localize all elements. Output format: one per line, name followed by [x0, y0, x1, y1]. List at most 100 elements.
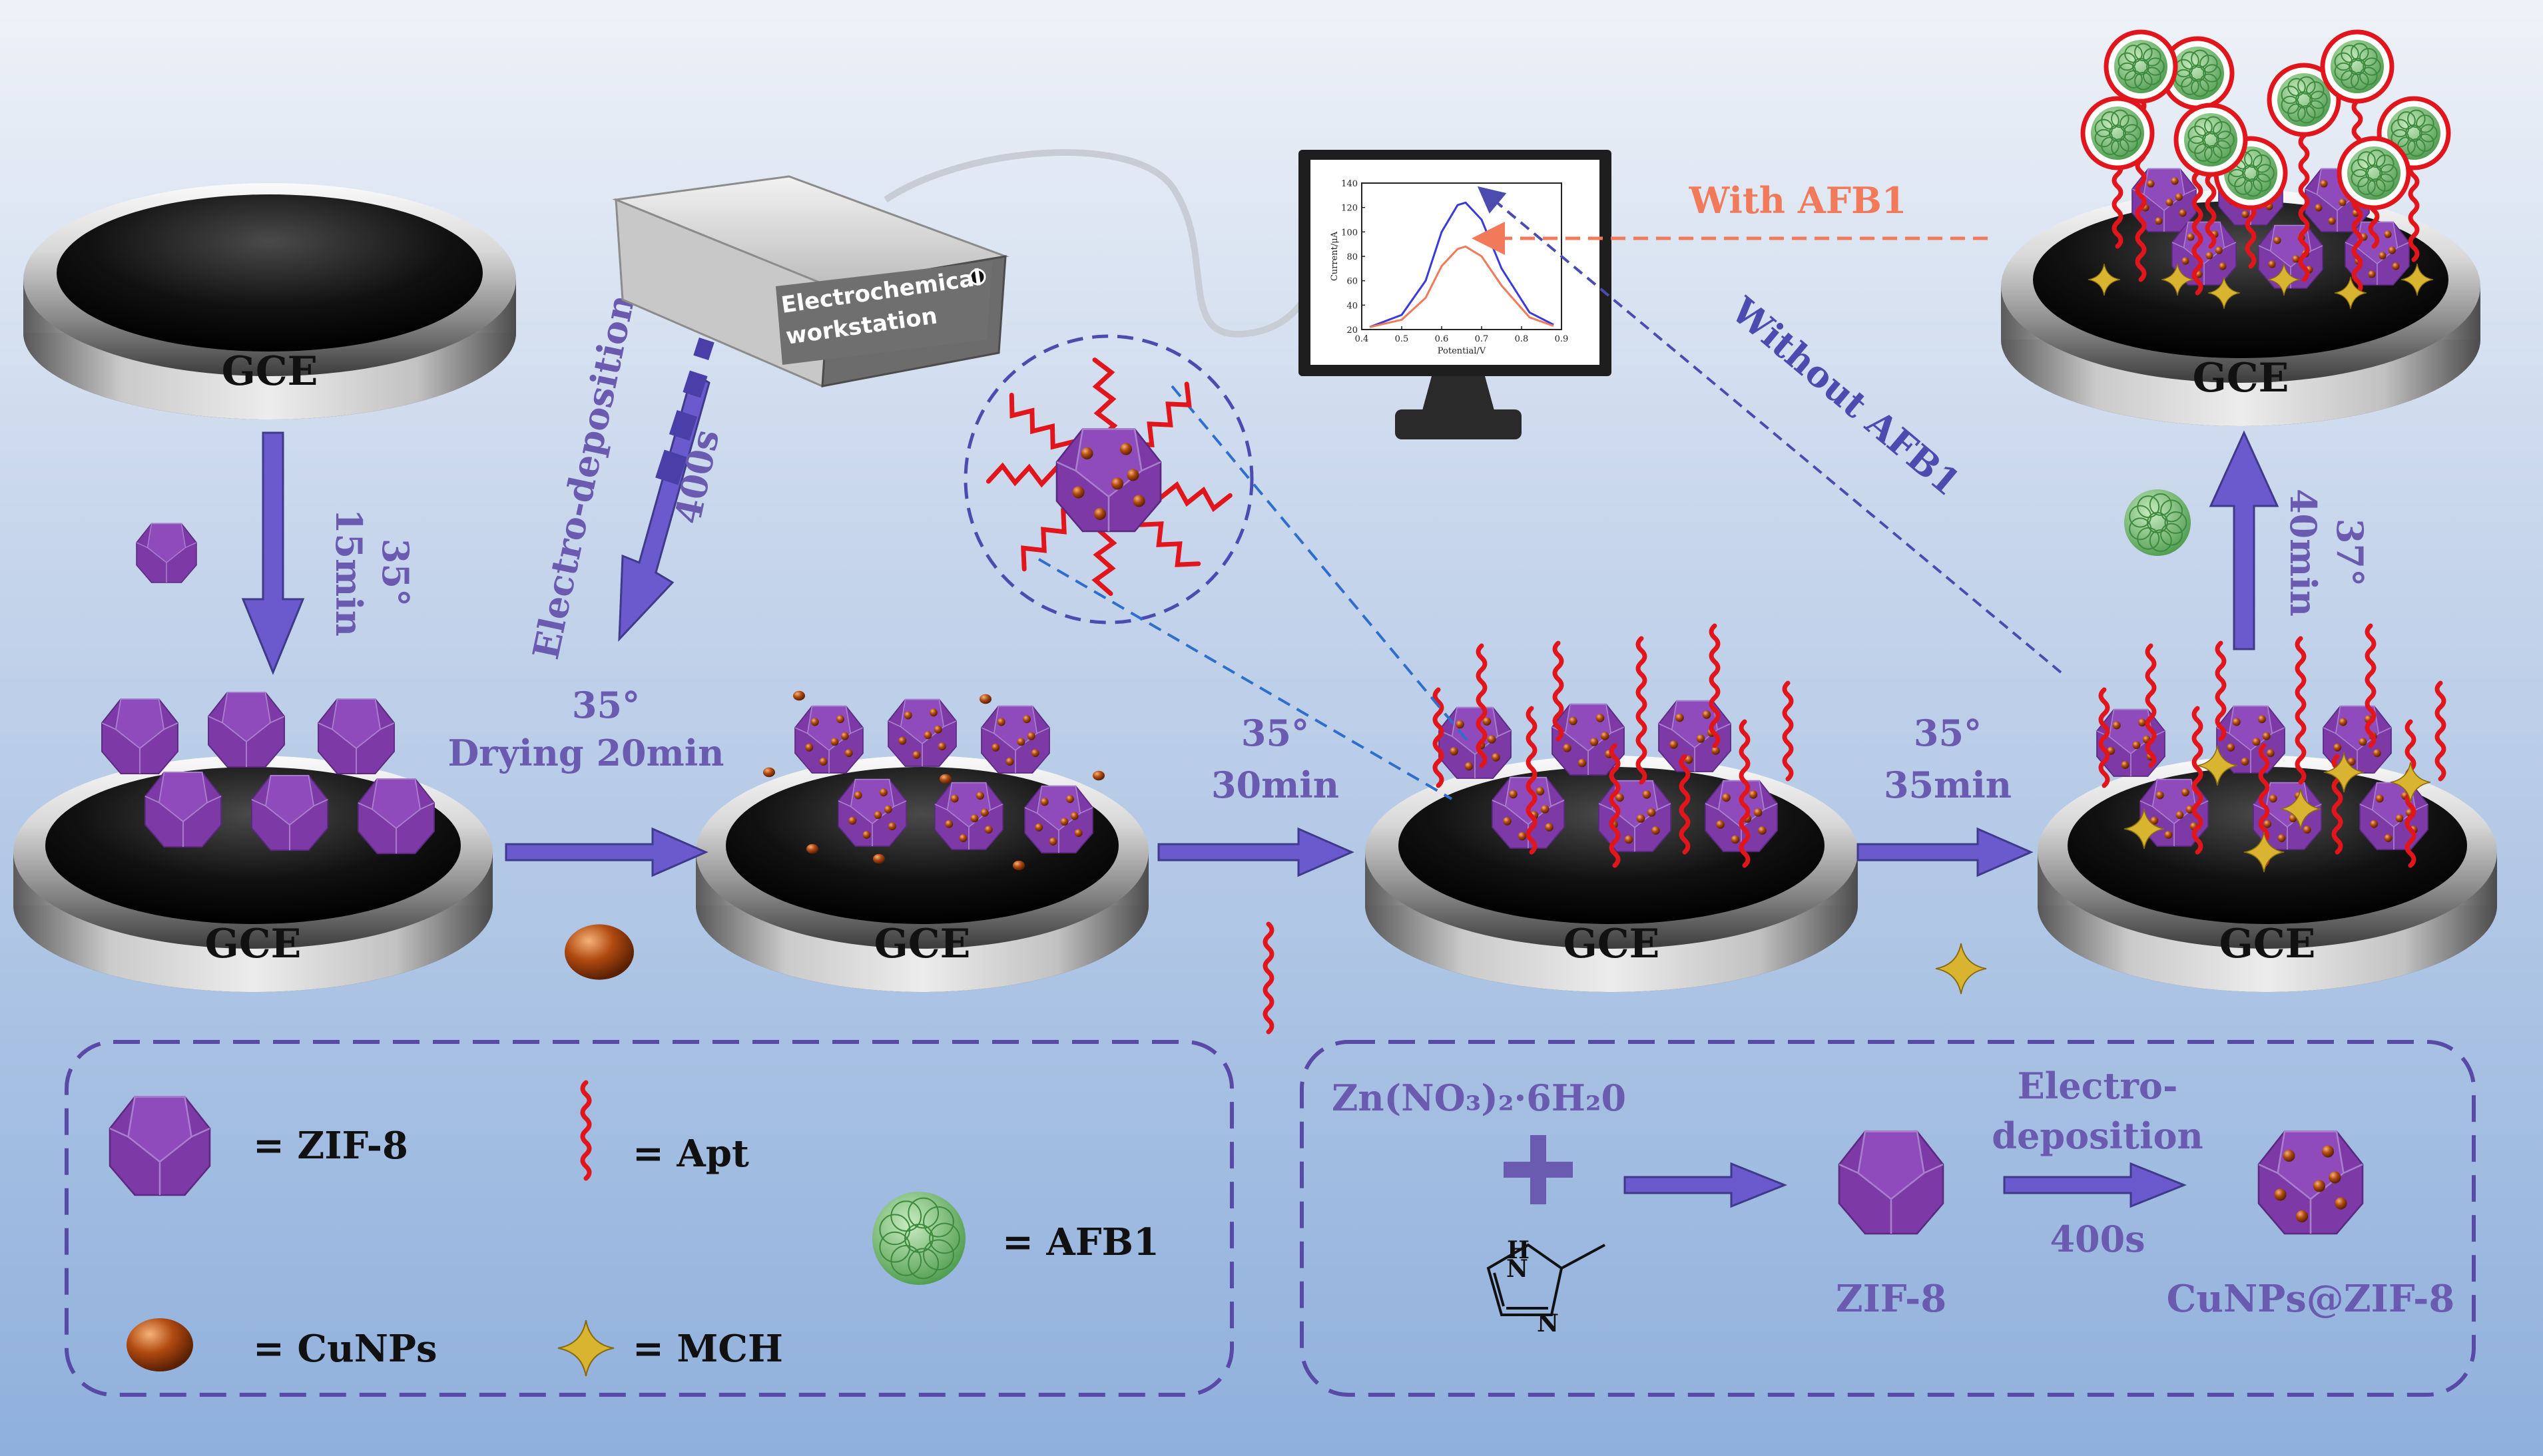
apt-strand	[1432, 687, 1444, 788]
apt-strand	[580, 1080, 592, 1181]
arrow-synthesis-2	[2003, 1162, 2187, 1208]
step5-time: 40min	[2282, 489, 2325, 616]
arrow-step3	[1157, 827, 1354, 877]
apt-strand	[1679, 754, 1691, 855]
afb1-molecule	[2267, 63, 2341, 137]
electrode-label: GCE	[2193, 355, 2289, 401]
step1-time: 15min	[328, 509, 370, 636]
cunps-zif8-particle	[1055, 428, 1162, 533]
cunp-particle	[763, 767, 775, 778]
imidazole-h: H	[1507, 1236, 1530, 1264]
mch-molecule	[2390, 762, 2431, 803]
zoom-line-2	[1171, 385, 1473, 747]
x-tick-label: 0.4	[1355, 334, 1369, 344]
synthesis-arrow-line2: deposition	[1992, 1114, 2203, 1157]
mch-molecule	[2088, 263, 2121, 296]
zif8-particle	[208, 691, 285, 768]
zoom-line-1	[1037, 558, 1453, 800]
electrodeposition-signal	[655, 337, 714, 485]
zif8-particle	[1838, 1130, 1944, 1235]
cunps-zif8-particle	[838, 778, 907, 847]
imidazole-structure	[1486, 1243, 1605, 1316]
chart-ylabel: Current/μA	[1330, 231, 1340, 281]
afb1-molecule	[2104, 29, 2178, 104]
electrode-label: GCE	[222, 348, 318, 395]
apt-strand	[2112, 160, 2123, 249]
with-afb1-label: With AFB1	[1689, 179, 1907, 222]
electrode-apt: GCE	[1365, 756, 1858, 992]
arrow-step4	[1856, 827, 2034, 877]
cunps-zif8-particle	[2257, 1130, 2364, 1235]
x-tick-label: 0.8	[1515, 334, 1529, 344]
cunps-zif8-particle	[2323, 705, 2392, 774]
arrow-down-step1	[241, 431, 305, 675]
electrode-label: GCE	[874, 921, 971, 967]
apt-strand	[1609, 743, 1621, 868]
legend-labels: = ZIF-8 = Apt = AFB1 = CuNPs = MCH	[253, 1124, 1159, 1371]
electrode-cunps-zif8: GCE	[696, 756, 1149, 992]
cunps-zif8-particle	[2359, 782, 2428, 850]
synthesis-product2: CuNPs@ZIF-8	[2167, 1277, 2455, 1321]
arrow-step2	[505, 827, 708, 877]
apt-strand	[1782, 680, 1794, 782]
electrode-label: GCE	[2219, 921, 2316, 967]
x-tick-label: 0.6	[1435, 334, 1449, 344]
cunps-zif8-particle	[934, 782, 1003, 850]
cunp-particle	[793, 690, 805, 701]
zif8-particle	[136, 523, 197, 583]
mch-molecule	[2323, 752, 2365, 793]
electrode-label: GCE	[1563, 921, 1660, 967]
mch-molecule	[2207, 276, 2241, 310]
legend-box	[65, 1040, 1234, 1397]
chart-series-line-1	[1369, 201, 1554, 328]
apt-strand	[2295, 636, 2307, 785]
apt-strand	[2215, 640, 2227, 742]
cunps-zif8-particle	[1552, 703, 1625, 776]
synthesis-product1: ZIF-8	[1836, 1277, 1947, 1321]
mch-molecule	[2334, 276, 2367, 310]
cunps-zif8-particle	[2131, 168, 2197, 232]
cunps-zif8-particle	[1438, 706, 1512, 779]
y-tick-label: 100	[1341, 228, 1358, 238]
apt-strand	[1526, 706, 1538, 855]
apt-strand	[1263, 921, 1274, 1035]
step4-temp: 35°	[1914, 712, 1982, 754]
mch-molecule	[2267, 263, 2301, 296]
synthesis-arrow-time: 400s	[2050, 1218, 2145, 1260]
zif8-particle	[101, 698, 178, 774]
step2-temp: 35°	[572, 684, 640, 726]
apt-strand	[2408, 161, 2420, 262]
afb1-molecules	[2080, 29, 2451, 556]
legend-apt-label: = Apt	[633, 1132, 749, 1176]
y-tick-label: 140	[1341, 179, 1358, 189]
y-tick-label: 60	[1346, 277, 1358, 287]
cunps-zif8-particle	[2216, 705, 2285, 774]
cunps-zif8-particle	[2253, 782, 2322, 850]
y-tick-label: 20	[1346, 326, 1358, 336]
step3-time: 30min	[1211, 764, 1339, 806]
apt-strand	[2098, 687, 2110, 788]
mch-molecule	[2243, 832, 2285, 873]
mch-molecule	[2401, 263, 2434, 296]
legend-cunps-label: = CuNPs	[253, 1327, 437, 1371]
y-tick-label: 40	[1346, 301, 1358, 311]
mch-molecule	[2123, 808, 2165, 849]
x-tick-label: 0.5	[1395, 334, 1409, 344]
synthesis-arrow-line1: Electro-	[2018, 1065, 2178, 1107]
cunps-zif8-particle	[1658, 700, 1731, 772]
plus-icon	[1504, 1135, 1573, 1204]
cunp-particle	[940, 774, 952, 784]
step2-time: Drying 20min	[447, 732, 724, 774]
electrochemical-workstation: Electrochemical workstation	[612, 175, 1009, 388]
afb1-molecule	[872, 1192, 966, 1285]
afb1-molecule	[2124, 489, 2191, 556]
cunp-particle	[565, 924, 634, 980]
mch-molecules	[1935, 263, 2434, 995]
cunps-zif8-particle	[888, 698, 957, 767]
electrode-bare: GCE	[23, 183, 516, 419]
cunp-particle	[1013, 860, 1025, 871]
